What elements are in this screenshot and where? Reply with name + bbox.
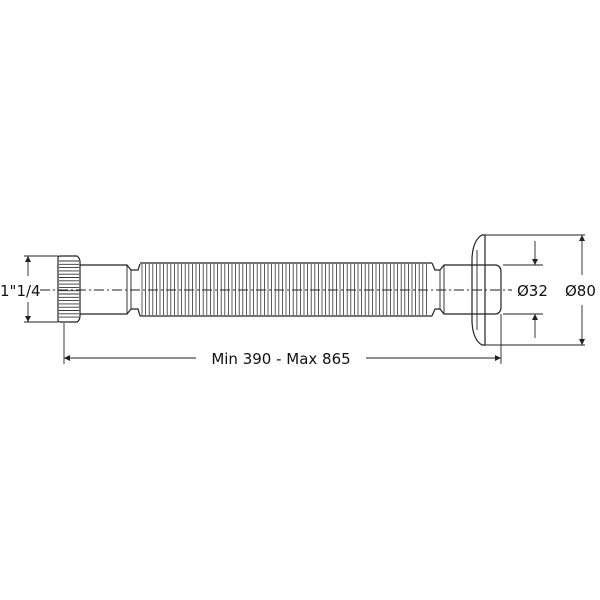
flange-diameter-dimension: Ø80: [485, 234, 596, 346]
right-sleeve: [431, 262, 502, 317]
left-sleeve: [80, 263, 141, 317]
corrugated-hose: [140, 262, 432, 317]
flange: [471, 234, 486, 346]
inner-diameter-label: Ø32: [517, 282, 548, 300]
inner-diameter-dimension: Ø32: [503, 241, 548, 338]
flange-diameter-label: Ø80: [565, 282, 596, 300]
thread-size-label: 1"1/4: [0, 282, 41, 300]
thread-dimension: 1"1/4: [0, 255, 58, 323]
length-dimension: Min 390 - Max 865: [63, 314, 502, 368]
length-label: Min 390 - Max 865: [211, 350, 350, 368]
knurled-nut: [57, 255, 81, 323]
